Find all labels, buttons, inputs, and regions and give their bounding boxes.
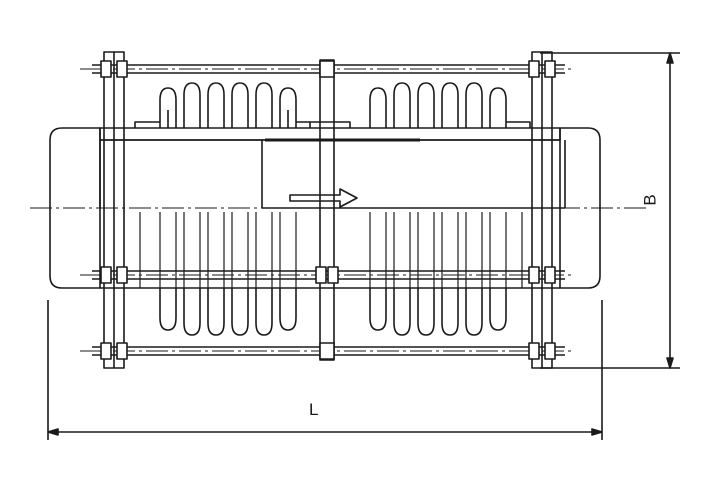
flow-arrow: [290, 189, 357, 207]
flange-center: [320, 60, 334, 360]
bellows-lower-right: [370, 288, 506, 335]
bellows-lower-left: [160, 288, 296, 335]
flange-left: [104, 52, 124, 368]
height-dimension-label: B: [640, 194, 660, 206]
liner-ribs-lower: [140, 212, 522, 288]
pipe-body: [50, 128, 600, 288]
dimension-b: [540, 53, 680, 368]
bellows-upper-left: [160, 83, 296, 128]
bellows-upper-right: [370, 83, 506, 128]
collars-upper: [135, 122, 530, 128]
nuts: [101, 61, 555, 359]
tie-rods: [92, 65, 565, 355]
flange-right: [532, 52, 552, 368]
length-dimension-label: L: [309, 400, 319, 419]
centerlines: [30, 69, 650, 351]
dimension-l: [48, 300, 602, 440]
